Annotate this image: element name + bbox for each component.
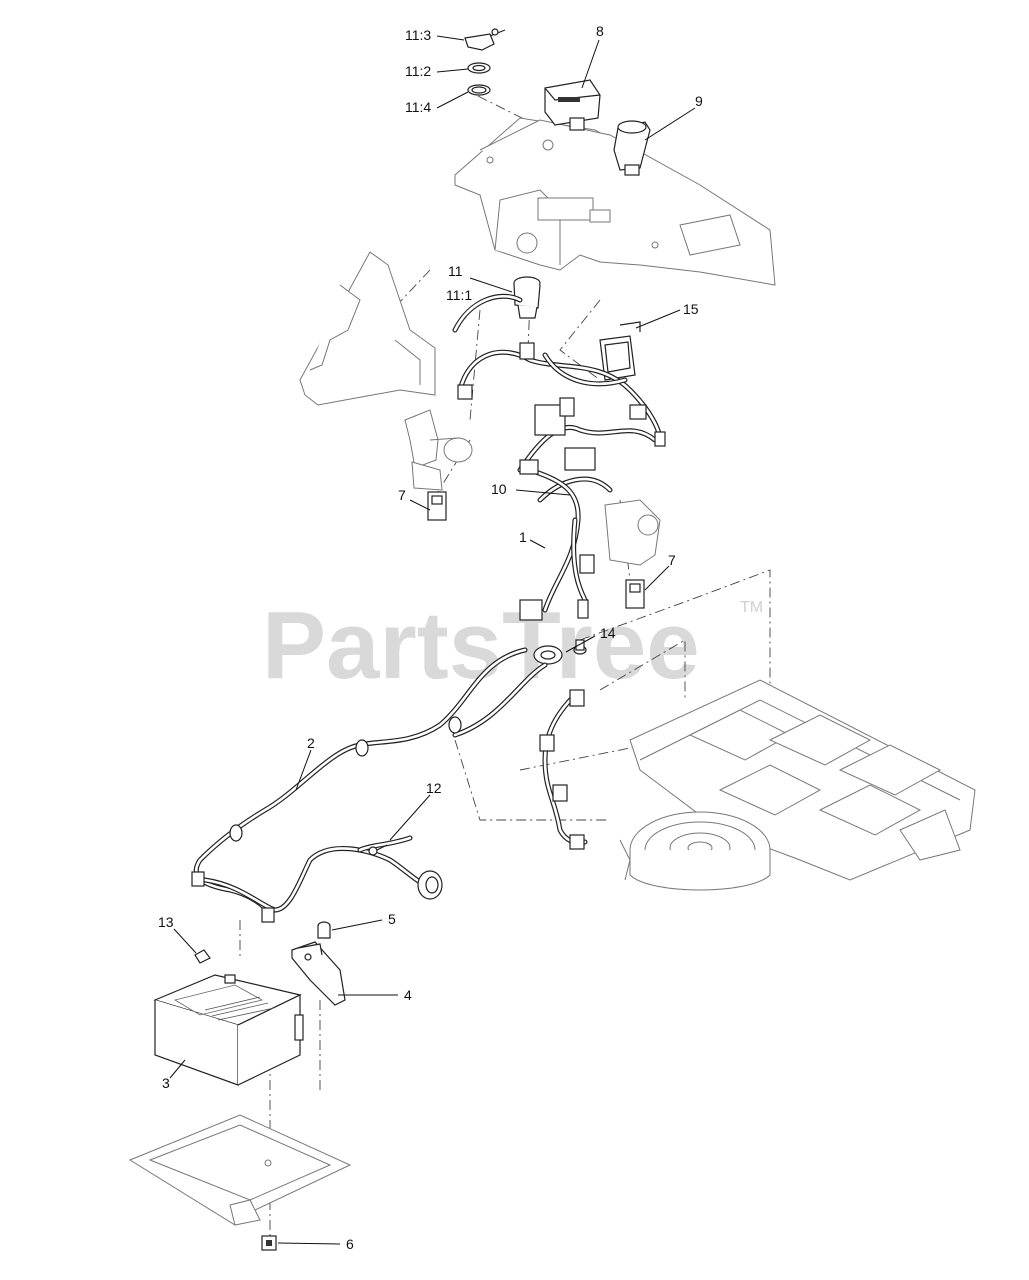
- interlock-bracket-right: [604, 499, 661, 566]
- callout-10: 10: [491, 481, 507, 497]
- nut-13-part: [194, 949, 211, 964]
- battery-tray: [128, 1114, 352, 1226]
- callout-6: 6: [346, 1236, 354, 1252]
- callout-7-left: 7: [398, 487, 406, 503]
- cap-part: [317, 921, 331, 939]
- callout-11-2: 11:2: [405, 63, 431, 79]
- nut-hole: [471, 86, 487, 94]
- relay-part: [599, 321, 641, 381]
- callout-11-1: 11:1: [446, 287, 472, 303]
- callout-8: 8: [596, 23, 604, 39]
- key-part: [464, 28, 506, 51]
- callout-15: 15: [683, 301, 699, 317]
- washer-hole: [472, 64, 486, 72]
- pto-clutch: [619, 811, 771, 891]
- callout-9: 9: [695, 93, 703, 109]
- interlock-bracket-left: [404, 409, 473, 491]
- hold-down-part: [291, 941, 346, 1006]
- callout-3: 3: [162, 1075, 170, 1091]
- interlock-switch-right: [625, 579, 645, 609]
- upper-harness: [452, 293, 663, 613]
- callout-12: 12: [426, 780, 442, 796]
- left-bracket: [299, 251, 436, 406]
- interlock-switch-left: [427, 491, 447, 521]
- harness-clips: [191, 716, 462, 923]
- harness-connectors: [457, 342, 666, 621]
- screw-part: [368, 844, 388, 856]
- terminal-boot: [417, 870, 443, 900]
- clip-part: [261, 1235, 277, 1251]
- callout-13: 13: [158, 914, 174, 930]
- callout-2: 2: [307, 735, 315, 751]
- battery-harness: [193, 647, 548, 918]
- callout-labels: 11:3 11:2 11:4 8 9 11 11:1 15 10 7 7 1 1…: [158, 23, 703, 1252]
- clutch-harness: [539, 689, 588, 850]
- callout-5: 5: [388, 911, 396, 927]
- leaders: [169, 35, 696, 1245]
- hour-meter-part: [544, 79, 601, 131]
- callout-11-3: 11:3: [405, 27, 431, 43]
- grommet-part: [533, 639, 587, 665]
- callout-11: 11: [448, 263, 463, 279]
- callout-14: 14: [600, 625, 616, 641]
- callout-4: 4: [404, 987, 412, 1003]
- battery-part: [153, 974, 304, 1086]
- callout-7-right: 7: [668, 552, 676, 568]
- deck-frame: [629, 679, 976, 881]
- callout-1: 1: [519, 529, 527, 545]
- switch-part: [613, 120, 651, 176]
- callout-11-4: 11:4: [405, 99, 431, 115]
- watermark-trademark: TM: [740, 599, 763, 616]
